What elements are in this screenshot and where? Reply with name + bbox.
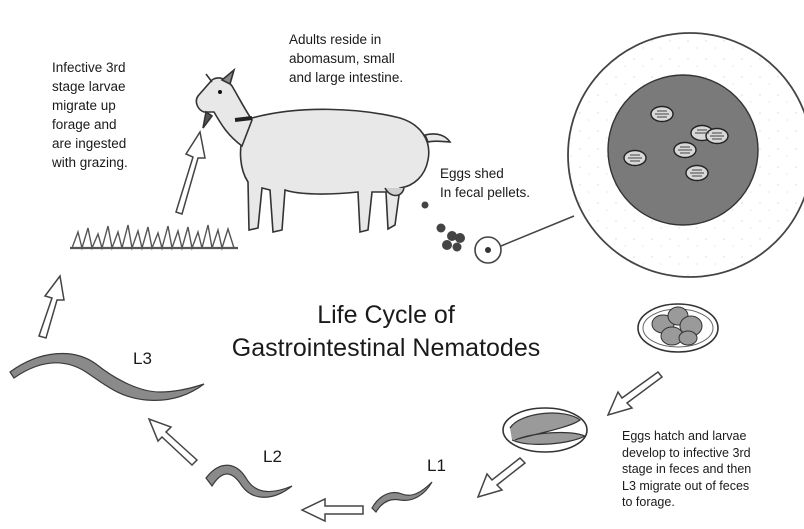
fecal-pellets	[422, 202, 466, 252]
diagram-title-line2: Gastrointestinal Nematodes	[186, 333, 586, 364]
arrow-l2-to-l3	[149, 419, 197, 465]
note-eggs-shed: Eggs shed In fecal pellets.	[440, 164, 590, 202]
note-infective-larvae: Infective 3rd stage larvae migrate up fo…	[52, 58, 192, 172]
arrow-egg-to-hatch	[608, 372, 662, 415]
larva-l3	[10, 354, 204, 401]
arrow-l3-to-grass	[39, 276, 64, 338]
goat-illustration	[196, 70, 450, 232]
hatching-egg	[503, 408, 587, 452]
grass-illustration	[70, 225, 238, 248]
label-l3: L3	[133, 349, 152, 369]
zoom-connector-line	[501, 216, 574, 246]
note-eggs-hatch: Eggs hatch and larvae develop to infecti…	[622, 428, 802, 511]
larva-l2	[206, 465, 292, 497]
arrow-hatch-to-l1	[478, 458, 525, 497]
diagram-title-line1: Life Cycle of	[196, 300, 576, 331]
developing-egg	[638, 304, 718, 352]
label-l2: L2	[263, 447, 282, 467]
larva-l1	[372, 482, 432, 512]
magnified-egg-view	[568, 33, 804, 277]
label-l1: L1	[427, 456, 446, 476]
goat-eye	[218, 90, 222, 94]
arrow-l1-to-l2	[302, 499, 363, 521]
note-adults: Adults reside in abomasum, small and lar…	[289, 30, 469, 87]
